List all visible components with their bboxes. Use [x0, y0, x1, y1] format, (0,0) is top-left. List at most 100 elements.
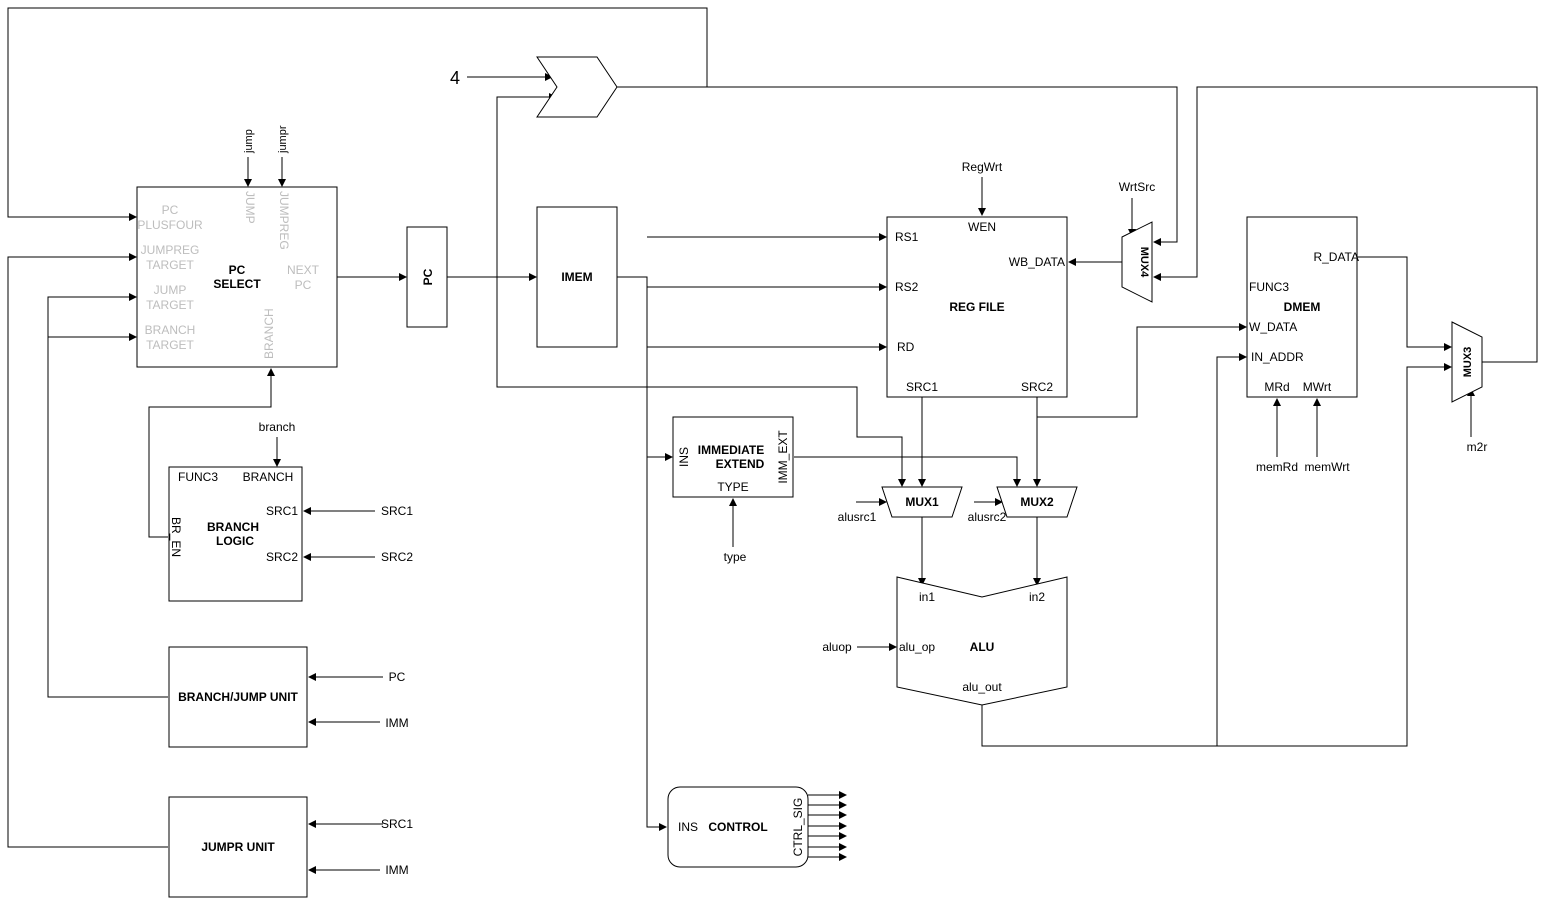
reg-file-rs2: RS2: [895, 280, 919, 294]
wire-bj-to-jump-target: [47, 293, 168, 698]
pc-select-plusfour-2: PLUSFOUR: [137, 218, 203, 232]
branch-signal: branch: [259, 420, 296, 434]
jump-signal: jump: [243, 129, 255, 154]
dmem-mwrt: MWrt: [1303, 380, 1332, 394]
alu-in2: in2: [1029, 590, 1045, 604]
dmem-block: R_DATA FUNC3 DMEM W_DATA IN_ADDR MRd MWr…: [1246, 216, 1359, 398]
dmem-w-data: W_DATA: [1249, 320, 1297, 334]
mux1-label: MUX1: [905, 495, 939, 509]
wire-rdata-to-mux3: [1357, 256, 1452, 351]
wire-mux3-to-mux4: [1153, 86, 1538, 363]
alu-op-port: alu_op: [899, 640, 935, 654]
src2-input: SRC2: [381, 550, 413, 564]
pc-select-jump-target-1: JUMP: [154, 283, 187, 297]
reg-file-src2: SRC2: [1021, 380, 1053, 394]
jumpr-unit-label: JUMPR UNIT: [201, 840, 275, 854]
mux3-label: MUX3: [1462, 347, 1474, 378]
mux2: MUX2: [996, 486, 1078, 518]
reg-file-block: WEN RS1 RS2 RD WB_DATA SRC1 SRC2 REG FIL…: [886, 216, 1068, 398]
wire-alu-out: [981, 363, 1452, 747]
imem-label: IMEM: [561, 270, 592, 284]
const-four: 4: [450, 68, 460, 88]
type-signal: type: [724, 550, 747, 564]
wire-adder-to-plusfour: [7, 7, 708, 221]
pc-select-branch-target-1: BRANCH: [145, 323, 196, 337]
imm-input-1: IMM: [385, 716, 408, 730]
dmem-label: DMEM: [1284, 300, 1321, 314]
branch-logic-src2: SRC2: [266, 550, 298, 564]
wires: [7, 7, 1538, 874]
alu-label: ALU: [970, 640, 995, 654]
wire-imem-out: [617, 276, 667, 831]
branch-jump-unit-block: BRANCH/JUMP UNIT: [168, 646, 308, 748]
wire-alu-to-inaddr: [1216, 353, 1247, 746]
alusrc1-signal: alusrc1: [838, 510, 877, 524]
wire-adder-to-mux4: [617, 86, 1178, 246]
src1-input-2: SRC1: [381, 817, 413, 831]
pc-select-jumpreg-port: JUMPREG: [277, 191, 291, 250]
alusrc2-signal: alusrc2: [968, 510, 1007, 524]
mux1: MUX1: [881, 486, 963, 518]
imm-extend-block: IMMEDIATE EXTEND TYPE INS IMM_EXT: [672, 416, 794, 498]
pc-select-jumpreg-target-1: JUMPREG: [141, 243, 200, 257]
jumpr-unit-block: JUMPR UNIT: [168, 796, 308, 898]
pc-select-plusfour-1: PC: [162, 203, 179, 217]
wire-pc-to-mux1: [496, 277, 906, 487]
pc-select-next-pc-2: PC: [295, 278, 312, 292]
alu-in1: in1: [919, 590, 935, 604]
reg-file-rd: RD: [897, 340, 915, 354]
branch-logic-src1: SRC1: [266, 504, 298, 518]
pc-input: PC: [389, 670, 406, 684]
pc-select-block: PC PLUSFOUR JUMPREG TARGET JUMP TARGET B…: [136, 186, 338, 368]
pc-select-branch-port: BRANCH: [262, 308, 276, 359]
branch-logic-block: FUNC3 BRANCH SRC1 SRC2 BRANCH LOGIC BR_E…: [168, 466, 303, 602]
branch-logic-branch: BRANCH: [243, 470, 294, 484]
regwrt-signal: RegWrt: [962, 160, 1003, 174]
control-block: INS CONTROL CTRL_SIG: [667, 786, 809, 868]
branch-logic-func3: FUNC3: [178, 470, 218, 484]
pc-select-branch-target-2: TARGET: [146, 338, 194, 352]
memwrt-signal: memWrt: [1304, 460, 1350, 474]
dmem-r-data: R_DATA: [1313, 250, 1359, 264]
pc-register-label: PC: [421, 268, 435, 285]
mux2-label: MUX2: [1020, 495, 1054, 509]
imm-extend-label-2: EXTEND: [716, 457, 765, 471]
pc-select-title-1: PC: [229, 263, 246, 277]
m2r-signal: m2r: [1467, 440, 1488, 454]
pc-select-jumpreg-target-2: TARGET: [146, 258, 194, 272]
branch-jump-unit-label: BRANCH/JUMP UNIT: [178, 690, 298, 704]
alu-block: in1 in2 alu_op ALU alu_out: [896, 576, 1068, 706]
imm-extend-ins: INS: [677, 447, 691, 467]
wire-src2-to-wdata: [1037, 323, 1247, 418]
alu-out-port: alu_out: [962, 680, 1002, 694]
dmem-in-addr: IN_ADDR: [1251, 350, 1304, 364]
pc-select-jump-port: JUMP: [243, 191, 257, 224]
pc-select-next-pc-1: NEXT: [287, 263, 320, 277]
mux4: MUX4: [1121, 221, 1153, 303]
imm-extend-type: TYPE: [717, 480, 748, 494]
src1-input: SRC1: [381, 504, 413, 518]
control-ins: INS: [678, 820, 698, 834]
reg-file-label: REG FILE: [949, 300, 1004, 314]
reg-file-wen: WEN: [968, 220, 996, 234]
mux3: MUX3: [1451, 321, 1483, 403]
aluop-signal: aluop: [822, 640, 852, 654]
imm-input-2: IMM: [385, 863, 408, 877]
wire-pc-to-adder: [496, 93, 557, 277]
dmem-func3: FUNC3: [1249, 280, 1289, 294]
pc-select-title-2: SELECT: [213, 277, 261, 291]
pc-adder: [536, 56, 618, 118]
wire-jumpr-to-jumpreg-target: [7, 253, 168, 848]
branch-logic-label-1: BRANCH: [207, 520, 259, 534]
control-ctrl-sig: CTRL_SIG: [791, 798, 805, 857]
reg-file-src1: SRC1: [906, 380, 938, 394]
reg-file-rs1: RS1: [895, 230, 919, 244]
mux4-label: MUX4: [1138, 247, 1150, 278]
wrtsrc-signal: WrtSrc: [1119, 180, 1155, 194]
dmem-mrd: MRd: [1264, 380, 1289, 394]
jumpr-signal: jumpr: [277, 125, 289, 154]
imm-extend-label-1: IMMEDIATE: [698, 443, 764, 457]
branch-logic-label-2: LOGIC: [216, 534, 254, 548]
memrd-signal: memRd: [1256, 460, 1298, 474]
